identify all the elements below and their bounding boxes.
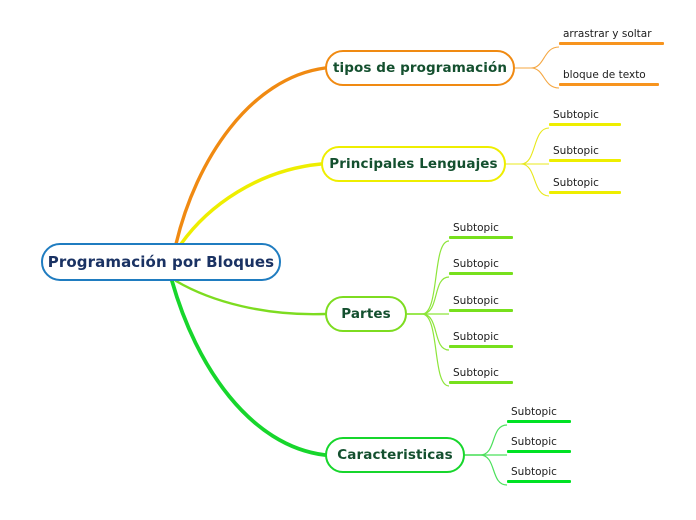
edge-central-to-tipos: [174, 66, 327, 246]
branch-node-partes[interactable]: Partes: [325, 296, 407, 332]
leaf-label-caracteristicas-2: Subtopic: [511, 436, 557, 448]
leaf-node-caracteristicas-2[interactable]: Subtopic: [507, 436, 571, 453]
leaf-node-partes-4[interactable]: Subtopic: [449, 331, 513, 348]
leaf-node-bloque-de-texto[interactable]: bloque de texto: [559, 69, 659, 86]
edge-caracteristicas-to-leaf-3: [465, 454, 508, 486]
edge-central-to-partes: [174, 279, 327, 316]
leaf-node-lenguajes-3[interactable]: Subtopic: [549, 177, 621, 194]
leaf-label-partes-2: Subtopic: [453, 258, 499, 270]
leaf-label-partes-3: Subtopic: [453, 295, 499, 307]
leaf-label-lenguajes-1: Subtopic: [553, 109, 599, 121]
leaf-label-partes-5: Subtopic: [453, 367, 499, 379]
leaf-label-caracteristicas-3: Subtopic: [511, 466, 557, 478]
edge-lenguajes-to-leaf-1: [506, 127, 550, 165]
leaf-node-lenguajes-1[interactable]: Subtopic: [549, 109, 621, 126]
leaf-underline-bar: [507, 450, 571, 453]
central-topic-label: Programación por Bloques: [47, 253, 275, 271]
edge-central-to-caracteristicas: [170, 279, 327, 457]
branch-node-caracteristicas[interactable]: Caracteristicas: [325, 437, 465, 473]
branch-label-principales-lenguajes: Principales Lenguajes: [329, 156, 498, 172]
leaf-node-caracteristicas-3[interactable]: Subtopic: [507, 466, 571, 483]
leaf-underline-bar: [549, 191, 621, 194]
branch-node-principales-lenguajes[interactable]: Principales Lenguajes: [321, 146, 506, 182]
edge-tipos-to-leaf-2: [515, 67, 560, 89]
branch-label-caracteristicas: Caracteristicas: [337, 447, 453, 463]
leaf-node-partes-1[interactable]: Subtopic: [449, 222, 513, 239]
leaf-node-caracteristicas-1[interactable]: Subtopic: [507, 406, 571, 423]
leaf-node-partes-5[interactable]: Subtopic: [449, 367, 513, 384]
leaf-underline-bar: [449, 236, 513, 239]
leaf-label-lenguajes-2: Subtopic: [553, 145, 599, 157]
leaf-node-lenguajes-2[interactable]: Subtopic: [549, 145, 621, 162]
leaf-label-partes-1: Subtopic: [453, 222, 499, 234]
leaf-underline-bar: [549, 123, 621, 126]
leaf-underline-bar: [549, 159, 621, 162]
leaf-node-partes-3[interactable]: Subtopic: [449, 295, 513, 312]
leaf-label-partes-4: Subtopic: [453, 331, 499, 343]
leaf-underline-bar: [449, 272, 513, 275]
branch-node-tipos-de-programacion[interactable]: tipos de programación: [325, 50, 515, 86]
leaf-node-arrastrar-y-soltar[interactable]: arrastrar y soltar: [559, 28, 664, 45]
leaf-underline-bar: [507, 420, 571, 423]
edge-tipos-to-leaf-1: [515, 46, 560, 69]
edge-partes-to-leaf-5: [407, 313, 450, 387]
edge-lenguajes-to-leaf-3: [506, 163, 550, 197]
central-topic-node[interactable]: Programación por Bloques: [41, 243, 281, 281]
leaf-underline-bar: [449, 309, 513, 312]
leaf-underline-bar: [449, 345, 513, 348]
leaf-label-caracteristicas-1: Subtopic: [511, 406, 557, 418]
edge-partes-to-leaf-1: [407, 240, 450, 315]
edge-caracteristicas-to-leaf-1: [465, 424, 508, 456]
leaf-underline-bar: [449, 381, 513, 384]
branch-label-partes: Partes: [341, 306, 391, 322]
edge-partes-to-leaf-4: [407, 313, 450, 351]
leaf-underline-bar: [559, 42, 664, 45]
branch-label-tipos-de-programacion: tipos de programación: [332, 60, 508, 76]
leaf-node-partes-2[interactable]: Subtopic: [449, 258, 513, 275]
edge-partes-to-leaf-2: [407, 276, 450, 315]
leaf-label-lenguajes-3: Subtopic: [553, 177, 599, 189]
leaf-underline-bar: [559, 83, 659, 86]
leaf-underline-bar: [507, 480, 571, 483]
edge-central-to-lenguajes: [179, 162, 323, 246]
leaf-label-bloque-de-texto: bloque de texto: [563, 69, 646, 81]
leaf-label-arrastrar-y-soltar: arrastrar y soltar: [563, 28, 652, 40]
